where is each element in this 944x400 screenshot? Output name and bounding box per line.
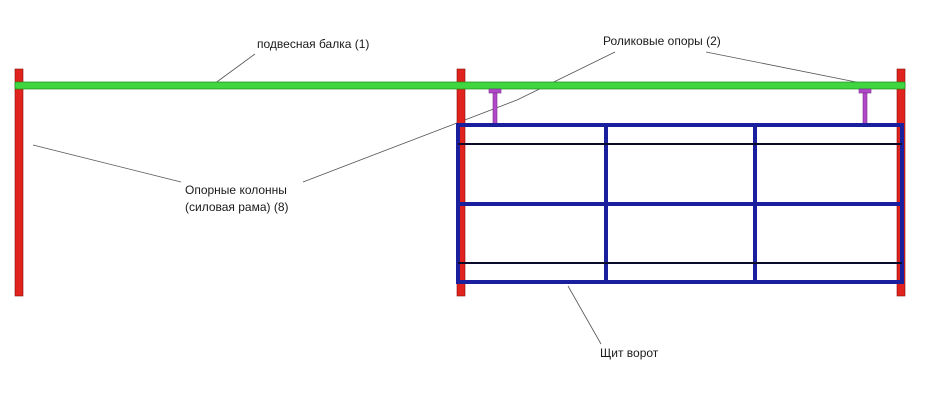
leader-roller-left <box>516 51 616 101</box>
leader-gate <box>567 285 602 345</box>
suspended-beam <box>14 81 906 90</box>
leader-roller-right <box>705 51 867 85</box>
label-columns-line2: (силовая рама) (8) <box>185 200 289 214</box>
roller-supports <box>488 88 872 126</box>
leader-column-mid <box>302 99 518 183</box>
roller-right <box>858 88 872 126</box>
column-left <box>14 68 24 297</box>
label-gate-panel: Щит ворот <box>600 346 659 360</box>
leader-lines <box>32 51 867 345</box>
label-beam: подвесная балка (1) <box>257 37 369 51</box>
label-rollers: Роликовые опоры (2) <box>603 34 721 48</box>
leader-beam <box>213 53 256 85</box>
gate-panel <box>456 123 904 284</box>
label-columns-line1: Опорные колонны <box>185 183 287 197</box>
leader-column-left <box>32 144 182 183</box>
